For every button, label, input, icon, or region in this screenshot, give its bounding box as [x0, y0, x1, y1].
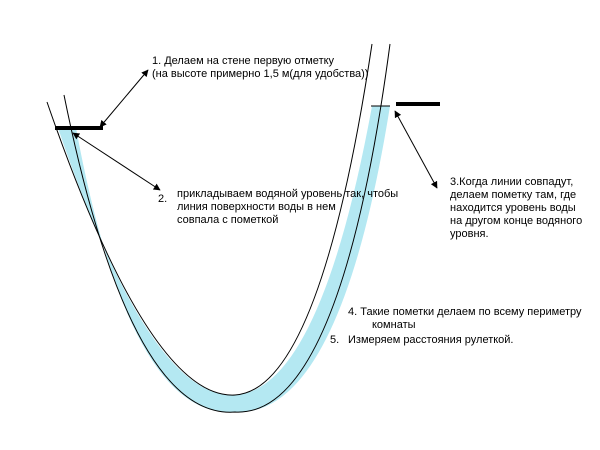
step1-text: 1. Делаем на стене первую отметку (на вы…: [152, 55, 369, 81]
step1-line1: 1. Делаем на стене первую отметку: [152, 55, 335, 67]
step4-text: 4. Такие пометки делаем по всему перимет…: [348, 306, 581, 332]
step1-line2: (на высоте примерно 1,5 м(для удобства)): [152, 68, 369, 80]
step2-line2: линия поверхности воды в нем: [177, 201, 336, 213]
step2-text: прикладываем водяной уровень так, чтобы …: [177, 188, 398, 227]
arrow-step1: [99, 69, 149, 128]
step4-line2: комнаты: [372, 319, 416, 331]
arrow-step2: [72, 132, 161, 191]
step5-text: Измеряем расстояния рулеткой.: [348, 334, 514, 347]
step3-line5: уровня.: [450, 228, 489, 240]
step5-number: 5.: [330, 334, 340, 346]
step3-text: 3.Когда линии совпадут, делаем пометку т…: [450, 176, 582, 241]
water-fill: [58, 106, 390, 413]
step2-line3: совпала с пометкой: [177, 214, 279, 226]
step4-line1: 4. Такие пометки делаем по всему перимет…: [348, 306, 582, 318]
step3-line1: 3.Когда линии совпадут,: [450, 176, 574, 188]
step2-line1: прикладываем водяной уровень так, чтобы: [177, 188, 399, 200]
step3-line4: на другом конце водяного: [450, 215, 583, 227]
step2-number: 2.: [158, 193, 168, 205]
tube-inner-wall: [46, 43, 373, 396]
step3-line3: находится уровень воды: [450, 202, 576, 214]
step3-line2: делаем пометку там, где: [450, 189, 577, 201]
arrow-step3: [394, 110, 438, 189]
tube-outer-wall: [63, 43, 391, 413]
step5-line1: Измеряем расстояния рулеткой.: [348, 334, 514, 346]
